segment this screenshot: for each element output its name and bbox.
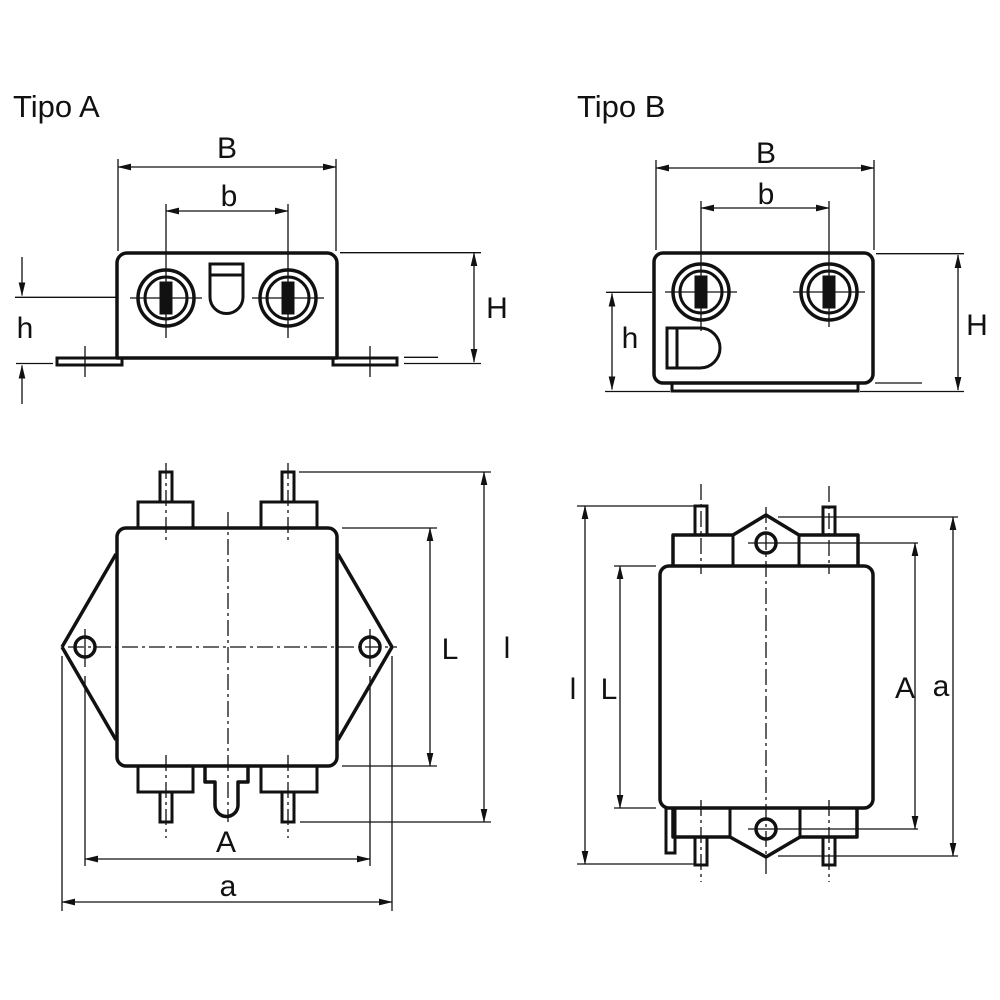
tipo-b-plan-dimension-lines [581, 505, 957, 865]
pin-bottom-right [280, 790, 296, 824]
tipo-b-front-view: Tipo B [577, 89, 988, 393]
tipo-b-front-extension-lines [605, 160, 964, 393]
tipo-b-front-base-plate [670, 381, 860, 393]
tipo-b-plan-top-strip [671, 504, 860, 566]
tipo-b-front-dim-H-label: H [966, 309, 988, 342]
tipo-b-front-dim-h-label: h [622, 322, 639, 355]
tipo-a-front-ground-terminal [208, 262, 245, 315]
tipo-b-plan-dim-a-label: a [933, 670, 950, 703]
tipo-b-front-dim-b-label: b [758, 178, 775, 211]
mounting-hole-top [754, 531, 778, 555]
tipo-a-plan-dimension-lines [61, 471, 488, 906]
pin-bottom-right [821, 835, 837, 867]
ground-tab [664, 806, 677, 855]
tipo-b-title: Tipo B [577, 89, 665, 124]
tipo-a-front-dim-H-label: H [486, 292, 508, 325]
tipo-a-plan-dim-a-label: a [220, 870, 237, 903]
tipo-b-front-dimension-lines [608, 164, 962, 391]
tipo-a-front-dimension-lines [18, 163, 478, 404]
tipo-a-front-view: Tipo A [13, 89, 508, 404]
tipo-a-front-extension-lines [15, 159, 481, 377]
mounting-hole-right [358, 635, 382, 659]
tipo-a-title: Tipo A [13, 89, 100, 124]
tipo-a-front-dim-b-label: b [221, 180, 238, 213]
tipo-b-plan-dim-L-label: L [601, 673, 618, 706]
tipo-a-front-terminal-left [136, 268, 196, 328]
tipo-a-plan-view: L l A a [60, 463, 511, 911]
tipo-b-front-terminal-right [799, 262, 859, 322]
tipo-a-plan-extension-lines [61, 471, 491, 911]
mounting-hole-left [73, 635, 97, 659]
pin-top-right [280, 470, 296, 504]
tipo-a-plan-dim-A-label: A [216, 826, 236, 859]
tipo-b-front-ground-terminal [665, 326, 722, 370]
tipo-a-plan-flange-right [336, 553, 394, 741]
tipo-b-plan-centerlines [700, 484, 830, 882]
tipo-a-plan-body [115, 526, 339, 768]
tipo-b-plan-dim-l-label: l [570, 673, 577, 706]
tipo-a-front-foot-left [55, 356, 124, 367]
tipo-b-plan-dim-A-label: A [895, 672, 915, 705]
tipo-b-plan-bottom-strip [664, 806, 859, 867]
mounting-hole-bottom [754, 817, 778, 841]
pin-bottom-left [158, 790, 174, 824]
tipo-a-front-foot-right [331, 356, 399, 367]
tipo-a-plan-dim-L-label: L [442, 633, 459, 666]
tipo-a-plan-terminal-blocks [136, 470, 319, 824]
tipo-a-front-terminal-right [258, 268, 318, 328]
pin-top-left [158, 470, 174, 504]
tipo-a-plan-flange-left [60, 553, 118, 741]
pin-bottom-left [693, 835, 709, 867]
tipo-a-plan-ground-pin [203, 766, 250, 819]
tipo-a-plan-dim-l-label: l [504, 632, 511, 665]
tipo-b-plan-body [658, 564, 875, 810]
tipo-a-front-body [115, 251, 339, 360]
tipo-a-front-dim-B-label: B [217, 132, 237, 165]
tipo-b-front-terminal-left [671, 262, 731, 322]
pin-top-left [693, 504, 709, 537]
tipo-a-front-dim-h-label: h [17, 312, 34, 345]
tipo-b-plan-view: l L A a [570, 484, 958, 882]
tipo-b-front-dim-B-label: B [756, 137, 776, 170]
pin-top-right [821, 505, 837, 537]
